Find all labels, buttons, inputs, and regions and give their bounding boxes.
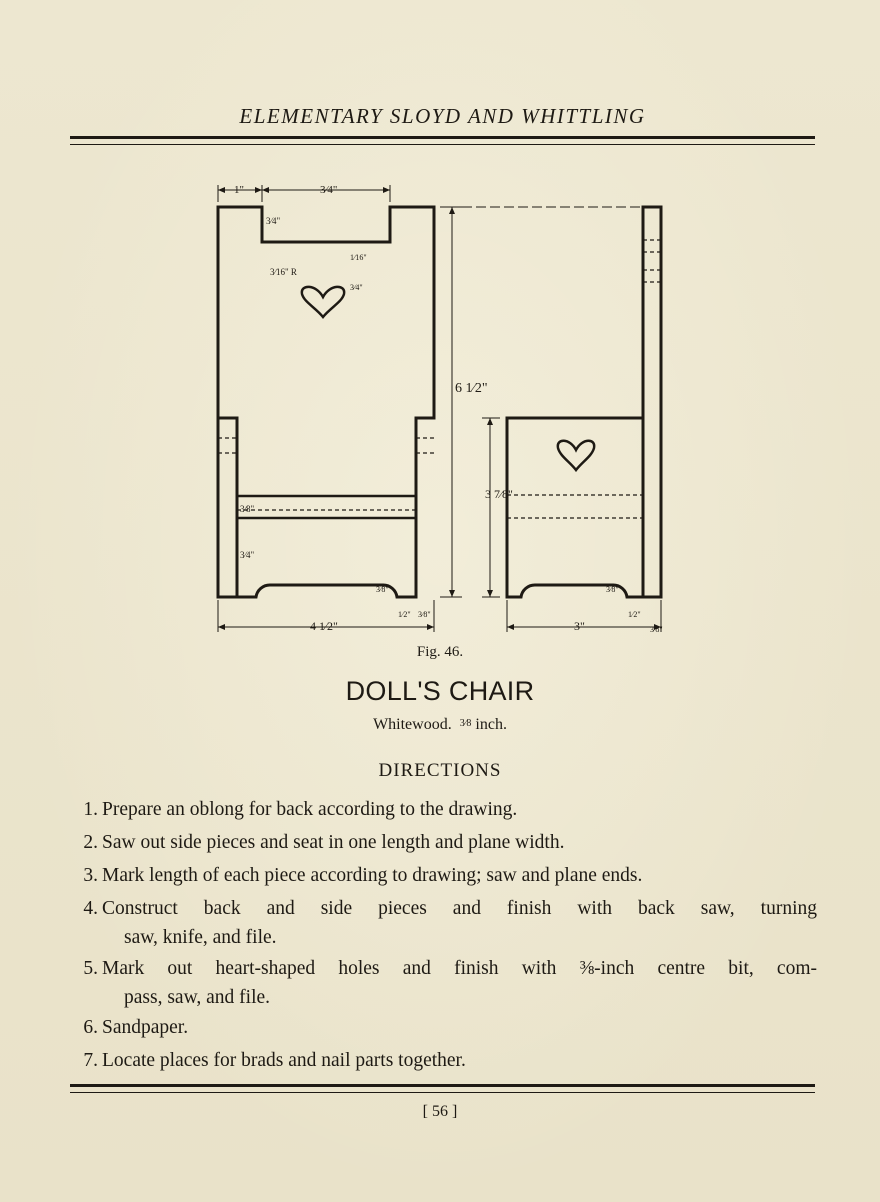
step-number: 7.: [83, 1050, 98, 1071]
dim-top-left: 1": [234, 184, 244, 196]
material-line: Whitewood. 3⁄8 inch.: [0, 716, 880, 734]
heart-front: [300, 285, 346, 320]
dim-corner-front: 3⁄8": [376, 585, 389, 594]
header-rule-thick: [70, 136, 815, 139]
dim-foot-front-b: 3⁄8": [418, 610, 431, 619]
heart-side: [556, 439, 596, 473]
step-number: 4.: [83, 898, 98, 919]
directions-heading: DIRECTIONS: [378, 760, 502, 781]
step-text: Sandpaper.: [102, 1017, 189, 1038]
dim-seat-thickness: 3⁄8": [240, 504, 255, 514]
direction-step: 4. Construct back and side pieces and fi…: [70, 894, 817, 952]
direction-step: 6. Sandpaper.: [70, 1013, 817, 1042]
seat-front: [235, 494, 418, 520]
material-unit: inch.: [475, 716, 507, 733]
step-text-continued: pass, saw, and file.: [124, 987, 271, 1008]
dim-side-edge: 3⁄8": [650, 625, 663, 634]
dim-heart-small-b: 3⁄4": [350, 283, 363, 292]
dim-side-width: 3": [574, 619, 585, 633]
running-head: ELEMENTARY SLOYD AND WHITTLING: [239, 104, 646, 128]
step-text: Construct back and side pieces and finis…: [102, 898, 817, 919]
dim-heart-radius: 3⁄16" R: [270, 267, 297, 277]
step-number: 2.: [83, 832, 98, 853]
chair-back-outline: [216, 205, 436, 599]
footer-rule-thick: [70, 1084, 815, 1087]
side-view-side: [505, 416, 645, 599]
direction-step: 3. Mark length of each piece according t…: [70, 861, 817, 890]
footer-rule-thin: [70, 1092, 815, 1093]
direction-step: 1. Prepare an oblong for back according …: [70, 795, 817, 824]
dim-side-foot: 1⁄2": [628, 610, 641, 619]
step-text: Locate places for brads and nail parts t…: [102, 1050, 466, 1071]
direction-step: 2. Saw out side pieces and seat in one l…: [70, 828, 817, 857]
dim-corner-side: 3⁄8": [606, 585, 619, 594]
dim-side-height: 3 7⁄8": [485, 487, 513, 501]
dim-seat-height: 3⁄4": [240, 550, 255, 560]
dim-notch-depth: 3⁄4": [266, 216, 281, 226]
step-text: Mark out heart-shaped holes and finish w…: [102, 958, 817, 979]
step-number: 3.: [83, 865, 98, 886]
material-fraction: 3⁄8: [459, 718, 472, 729]
direction-step: 5. Mark out heart-shaped holes and finis…: [70, 954, 817, 1012]
chair-drawing: 1" 3⁄4" 3⁄4" 3⁄16" R 1⁄16" 3⁄4" 3⁄8" 3⁄4…: [216, 184, 663, 634]
step-text-continued: saw, knife, and file.: [124, 927, 277, 948]
step-number: 1.: [83, 799, 98, 820]
page-number: [ 56 ]: [422, 1103, 458, 1120]
left-side-piece: [216, 416, 237, 599]
dim-foot-front-a: 1⁄2": [398, 610, 411, 619]
step-text: Prepare an oblong for back according to …: [102, 799, 518, 820]
dim-total-height: 6 1⁄2": [455, 381, 488, 396]
dim-width-front: 4 1⁄2": [310, 619, 338, 633]
material-wood: Whitewood.: [373, 716, 452, 733]
page-title: DOLL'S CHAIR: [345, 676, 535, 706]
header-rule-thin: [70, 144, 815, 145]
dim-heart-small-a: 1⁄16": [350, 253, 367, 262]
step-number: 5.: [83, 958, 98, 979]
step-number: 6.: [83, 1017, 98, 1038]
side-view-back-edge: [641, 205, 663, 599]
step-text: Saw out side pieces and seat in one leng…: [102, 832, 565, 853]
step-text: Mark length of each piece according to d…: [102, 865, 643, 886]
direction-step: 7. Locate places for brads and nail part…: [70, 1046, 817, 1075]
figure-caption: Fig. 46.: [416, 644, 464, 660]
dim-top-notch: 3⁄4": [320, 184, 337, 196]
